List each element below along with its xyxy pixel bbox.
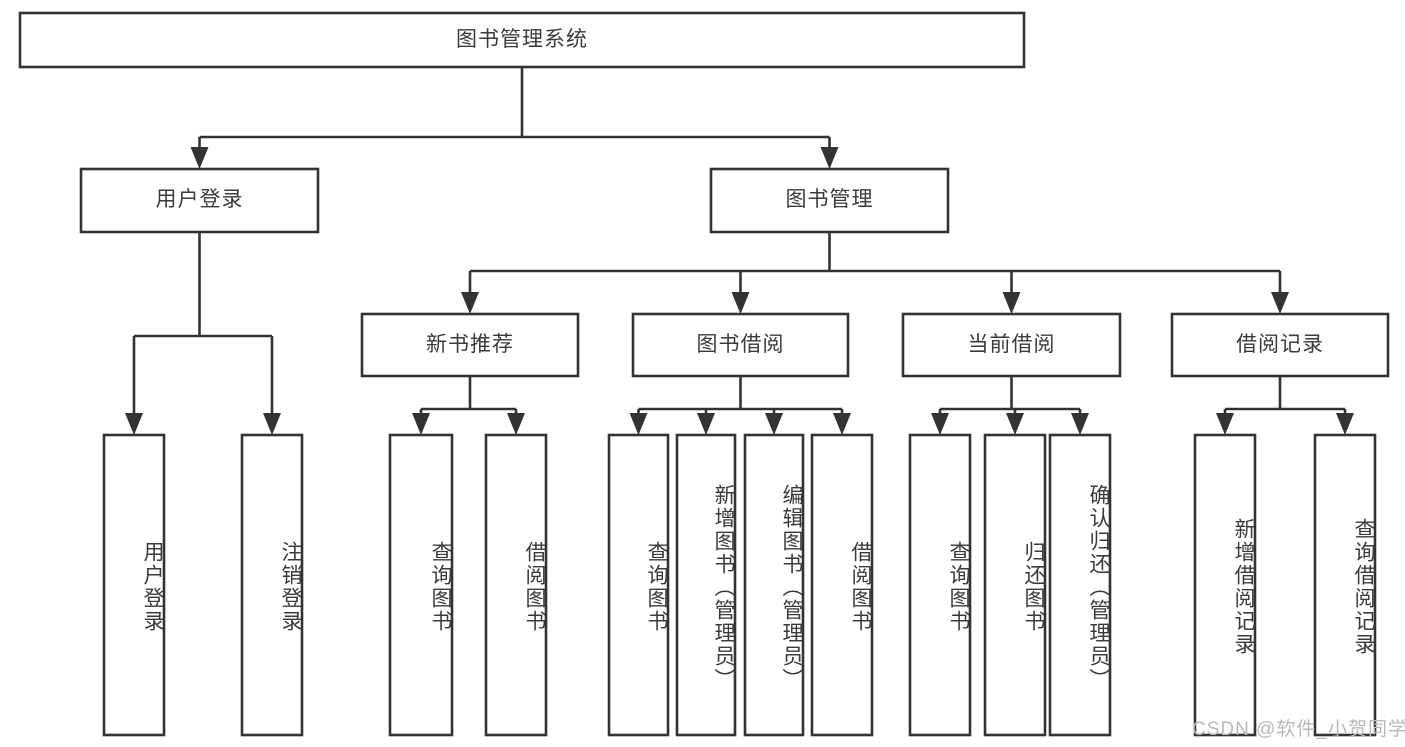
connector-lines bbox=[125, 67, 1354, 435]
leaf-box-1[interactable] bbox=[240, 433, 304, 737]
csdn-watermark: CSDN @软件_小贺同学 bbox=[1192, 719, 1405, 740]
arrowhead-icon bbox=[1071, 413, 1089, 435]
leaf-box-11[interactable] bbox=[1193, 433, 1257, 737]
arrowhead-icon bbox=[1336, 413, 1354, 435]
arrowhead-icon bbox=[412, 413, 430, 435]
arrowhead-icon bbox=[931, 413, 949, 435]
arrowhead-icon bbox=[697, 413, 715, 435]
arrowhead-icon bbox=[820, 147, 839, 169]
leaf-box-5[interactable] bbox=[675, 433, 737, 737]
leaf-box-10[interactable] bbox=[1048, 433, 1112, 737]
arrowhead-icon bbox=[833, 413, 851, 435]
level3-box-1[interactable] bbox=[631, 312, 850, 378]
leaf-box-2[interactable] bbox=[388, 433, 454, 737]
node-boxes bbox=[18, 11, 1390, 737]
leaf-box-0[interactable] bbox=[102, 433, 166, 737]
arrowhead-icon bbox=[765, 413, 783, 435]
leaf-box-7[interactable] bbox=[810, 433, 874, 737]
leaf-box-4[interactable] bbox=[607, 433, 670, 737]
level3-box-2[interactable] bbox=[901, 312, 1122, 378]
arrowhead-icon bbox=[1271, 292, 1289, 314]
level2-box-1[interactable] bbox=[709, 167, 950, 234]
leaf-box-3[interactable] bbox=[484, 433, 548, 737]
arrowhead-icon bbox=[1216, 413, 1234, 435]
root-box-0[interactable] bbox=[18, 11, 1026, 69]
arrowhead-icon bbox=[507, 413, 525, 435]
level3-box-0[interactable] bbox=[360, 312, 580, 378]
leaf-box-9[interactable] bbox=[983, 433, 1047, 737]
arrowhead-icon bbox=[190, 147, 209, 169]
arrowhead-icon bbox=[731, 292, 750, 314]
arrowhead-icon bbox=[629, 413, 648, 435]
leaf-box-12[interactable] bbox=[1313, 433, 1377, 737]
level2-box-0[interactable] bbox=[79, 167, 320, 234]
arrowhead-icon bbox=[263, 413, 281, 435]
arrowhead-icon bbox=[125, 413, 143, 435]
level3-box-3[interactable] bbox=[1170, 312, 1390, 378]
leaf-box-6[interactable] bbox=[743, 433, 805, 737]
leaf-box-8[interactable] bbox=[908, 433, 972, 737]
arrowhead-icon bbox=[461, 292, 479, 314]
arrowhead-icon bbox=[1006, 413, 1024, 435]
arrowhead-icon bbox=[1002, 292, 1021, 314]
